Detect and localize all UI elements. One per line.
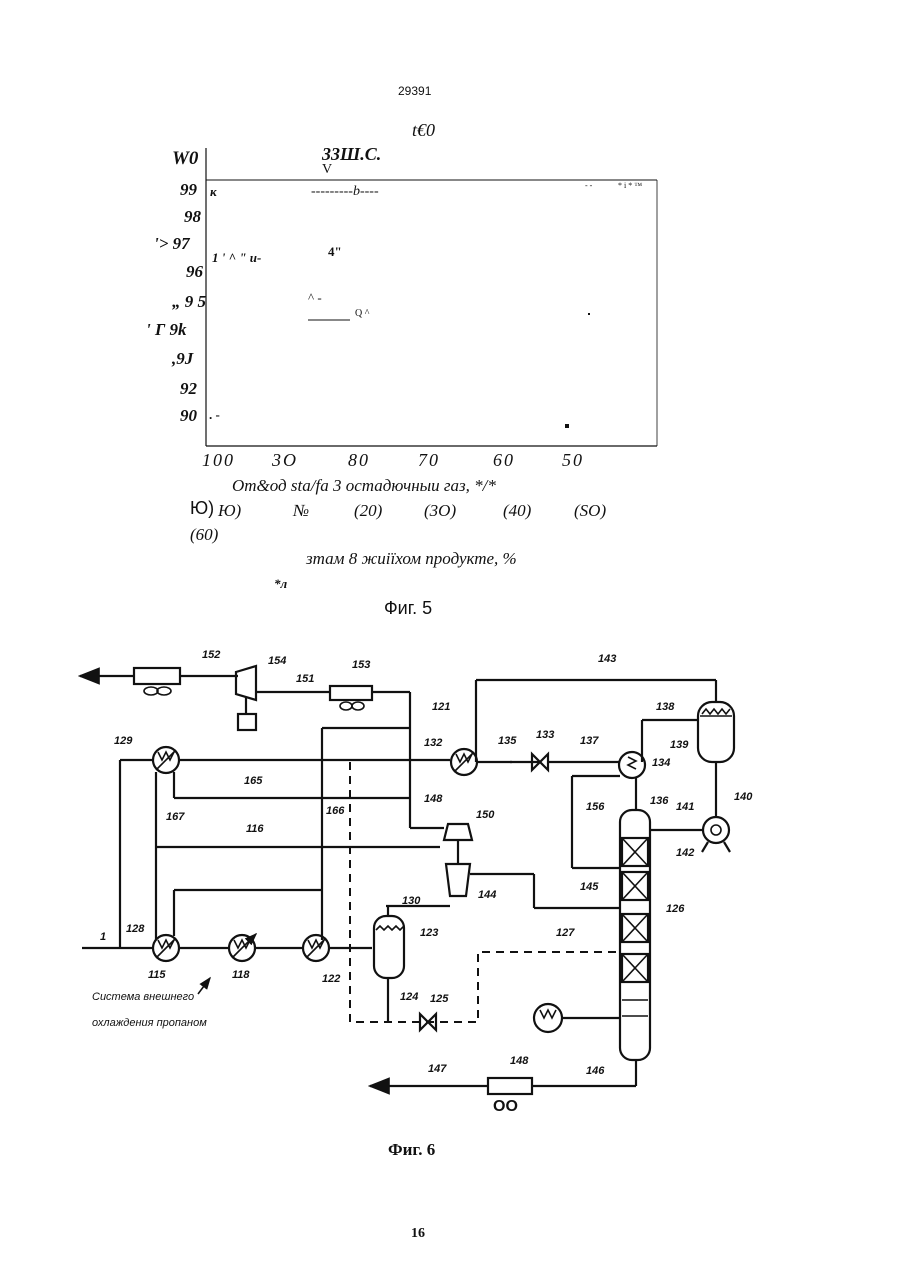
label: 123 xyxy=(420,927,438,939)
label: 165 xyxy=(244,775,263,787)
label: 167 xyxy=(166,811,185,823)
label: 154 xyxy=(268,655,286,667)
separator-139 xyxy=(698,702,734,816)
label: 136 xyxy=(650,795,669,807)
label: 156 xyxy=(586,801,605,813)
column-126 xyxy=(620,778,650,1060)
label: 138 xyxy=(656,701,675,713)
fig6-caption: Фиг. 6 xyxy=(388,1140,435,1160)
label: 130 xyxy=(402,895,421,907)
label: 142 xyxy=(676,847,694,859)
heat-exchanger-122 xyxy=(303,935,329,961)
label: 121 xyxy=(432,701,450,713)
line-135-137 xyxy=(478,754,619,770)
label: 129 xyxy=(114,735,133,747)
label: 166 xyxy=(326,805,345,817)
filter-148-symbol: OO xyxy=(493,1098,518,1116)
cooling-system-note-line1: Система внешнего xyxy=(92,991,194,1003)
label: 140 xyxy=(734,791,753,803)
label: 124 xyxy=(400,991,418,1003)
heat-exchanger-134 xyxy=(619,752,645,778)
product-line-152 xyxy=(80,668,238,695)
line-156 xyxy=(572,776,620,868)
compressor-154 xyxy=(236,666,330,730)
label: 148 xyxy=(510,1055,529,1067)
label: 143 xyxy=(598,653,616,665)
page-number: 16 xyxy=(411,1226,425,1242)
fig6-labels: 152 154 151 153 143 121 138 129 132 135 … xyxy=(100,649,753,1077)
label: 152 xyxy=(202,649,220,661)
label: 146 xyxy=(586,1065,605,1077)
label: 144 xyxy=(478,889,496,901)
label: 128 xyxy=(126,923,145,935)
label: 1 xyxy=(100,931,106,943)
label: 153 xyxy=(352,659,370,671)
heat-exchanger-129 xyxy=(153,747,179,773)
label: 126 xyxy=(666,903,685,915)
filter-153 xyxy=(330,686,410,760)
line-165 xyxy=(174,772,410,798)
cooling-system-note-line2: охлаждения пропаном xyxy=(92,1017,207,1029)
heat-exchanger-132 xyxy=(451,749,477,775)
label: 115 xyxy=(148,969,166,981)
expander-150 xyxy=(444,824,620,908)
label: 141 xyxy=(676,801,694,813)
heat-exchanger-118 xyxy=(229,934,256,961)
label: 132 xyxy=(424,737,442,749)
heat-exchanger-115 xyxy=(153,935,179,961)
label: 148 xyxy=(424,793,443,805)
label: 145 xyxy=(580,881,599,893)
separator-123 xyxy=(374,906,436,1030)
label: 150 xyxy=(476,809,495,821)
label: 151 xyxy=(296,673,314,685)
propane-arrow xyxy=(198,978,210,994)
label: 127 xyxy=(556,927,575,939)
label: 135 xyxy=(498,735,517,747)
label: 118 xyxy=(232,969,250,981)
label: 116 xyxy=(246,823,264,835)
label: 122 xyxy=(322,973,340,985)
label: 133 xyxy=(536,729,554,741)
label: 125 xyxy=(430,993,449,1005)
reboiler xyxy=(534,1004,620,1032)
label: 147 xyxy=(428,1063,447,1075)
label: 139 xyxy=(670,739,689,751)
label: 137 xyxy=(580,735,599,747)
label: 134 xyxy=(652,757,670,769)
